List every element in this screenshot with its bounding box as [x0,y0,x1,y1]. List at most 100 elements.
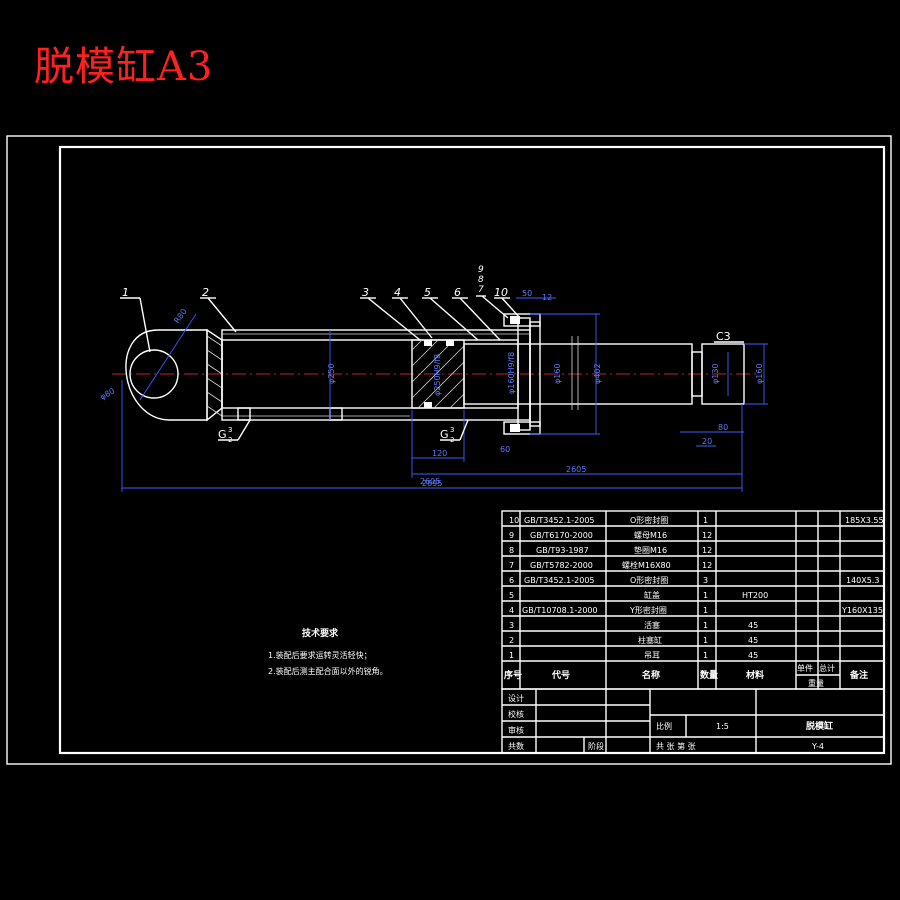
part-name: 缸盖 [644,590,660,600]
dim-end-1: φ130 [711,363,720,384]
part-code: GB/T3452.1-2005 [524,516,595,525]
part-mat: 45 [748,651,758,660]
dim-end-off: 20 [702,437,712,446]
tech-line-2: 2.装配后测主配合面以外的锐角。 [268,666,388,676]
leader-6: 6 [454,286,461,299]
part-note: Y160X135 [841,606,883,615]
part-no: 2 [509,636,514,645]
part-name: Y形密封圈 [629,605,667,615]
dim-eye-radius: R80 [172,307,188,325]
dimensions [121,297,768,492]
lifting-eye [125,328,223,422]
part-qty: 12 [702,531,712,540]
part-no: 10 [509,516,519,525]
part-name: 螺栓M16X80 [622,560,671,570]
dim-top-2: 12 [542,293,552,302]
chamfer-label: C3 [716,330,731,343]
dim-top-1: 50 [522,289,532,298]
roughness-2-sup: 3 [450,426,454,434]
roughness-1-sup: 3 [228,426,232,434]
header-name: 名称 [642,669,660,681]
part-qty: 1 [703,621,708,630]
dim-stroke: 2605 [420,477,440,486]
header-qty: 数量 [700,669,718,681]
part-no: 6 [509,576,514,585]
leader-3: 3 [362,286,369,299]
dim-flange: φ402 [593,363,602,384]
part-mat: 45 [748,621,758,630]
dim-stroke-label: 2605 [566,465,586,474]
leader-5: 5 [424,286,431,299]
header-mat: 材料 [745,669,764,681]
part-qty: 1 [703,606,708,615]
tech-line-1: 1.装配后要求运转灵活轻快； [268,650,372,660]
part-no: 3 [509,621,514,630]
tech-heading: 技术要求 [302,627,339,639]
tb-drawing-no: Y-4 [811,742,824,751]
part-qty: 1 [703,651,708,660]
part-code: GB/T10708.1-2000 [522,606,598,615]
part-code: GB/T3452.1-2005 [524,576,595,585]
roughness-2: G [440,428,449,441]
part-name: O形密封圈 [630,575,668,585]
header-single: 单件 [797,663,813,673]
header-weight: 重量 [808,678,824,688]
tb-sheet: 共 张 第 张 [656,741,696,751]
leader-8: 8 [478,275,484,285]
tb-review: 审核 [508,725,524,735]
header-code: 代号 [551,669,570,681]
dim-pitch: 60 [500,445,510,454]
part-qty: 1 [703,516,708,525]
tb-design: 设计 [508,693,524,703]
part-qty: 1 [703,591,708,600]
dim-rod-fit: φ160H9/f8 [507,352,516,394]
part-note: 140X5.3 [846,576,879,585]
leader-1: 1 [122,286,129,299]
header-total: 总计 [819,663,835,673]
dim-end-2: φ160 [755,363,764,384]
dim-total: 2895 [422,479,442,488]
tb-check: 校核 [508,709,524,719]
part-qty: 12 [702,561,712,570]
leader-7: 7 [478,285,484,295]
tb-count: 共数 [508,741,524,751]
part-no: 7 [509,561,514,570]
outer-border [6,135,892,765]
part-qty: 12 [702,546,712,555]
leader-10: 10 [494,286,508,299]
part-no: 5 [509,591,514,600]
part-name: 垫圈M16 [634,545,667,555]
inner-border [58,145,886,755]
dim-bore: φ250 [327,363,336,384]
dim-piston-len: 120 [432,449,447,458]
header-note: 备注 [849,669,868,681]
dim-piston-fit: φ250H9/f8 [433,354,442,396]
part-mat: HT200 [742,591,768,600]
leader-4: 4 [394,286,401,299]
part-name: O形密封圈 [630,515,668,525]
roughness-1-sub: 2 [228,436,232,444]
parts-rows: 10 GB/T3452.1-2005 O形密封圈 1 185X3.55 9 GB… [509,515,884,660]
part-no: 4 [509,606,514,615]
dim-rod: φ160 [553,363,562,384]
roughness-1: G [218,428,227,441]
part-qty: 3 [703,576,708,585]
leader-9: 9 [478,265,484,275]
part-name: 活塞 [644,620,660,630]
header-no: 序号 [504,669,522,681]
part-mat: 45 [748,636,758,645]
dim-hole: φ80 [99,386,117,402]
drawing-title: 脱模缸A3 [34,44,214,90]
tb-name: 脱模缸 [806,720,833,732]
roughness-2-sub: 2 [450,436,454,444]
part-code: GB/T93-1987 [536,546,589,555]
piston-rod [463,313,745,435]
leader-lines [120,295,744,441]
part-name: 吊耳 [644,651,660,660]
part-name: 螺母M16 [634,530,667,540]
part-code: GB/T6170-2000 [530,531,593,540]
part-no: 9 [509,531,514,540]
piston [411,339,465,409]
leader-2: 2 [202,286,209,299]
